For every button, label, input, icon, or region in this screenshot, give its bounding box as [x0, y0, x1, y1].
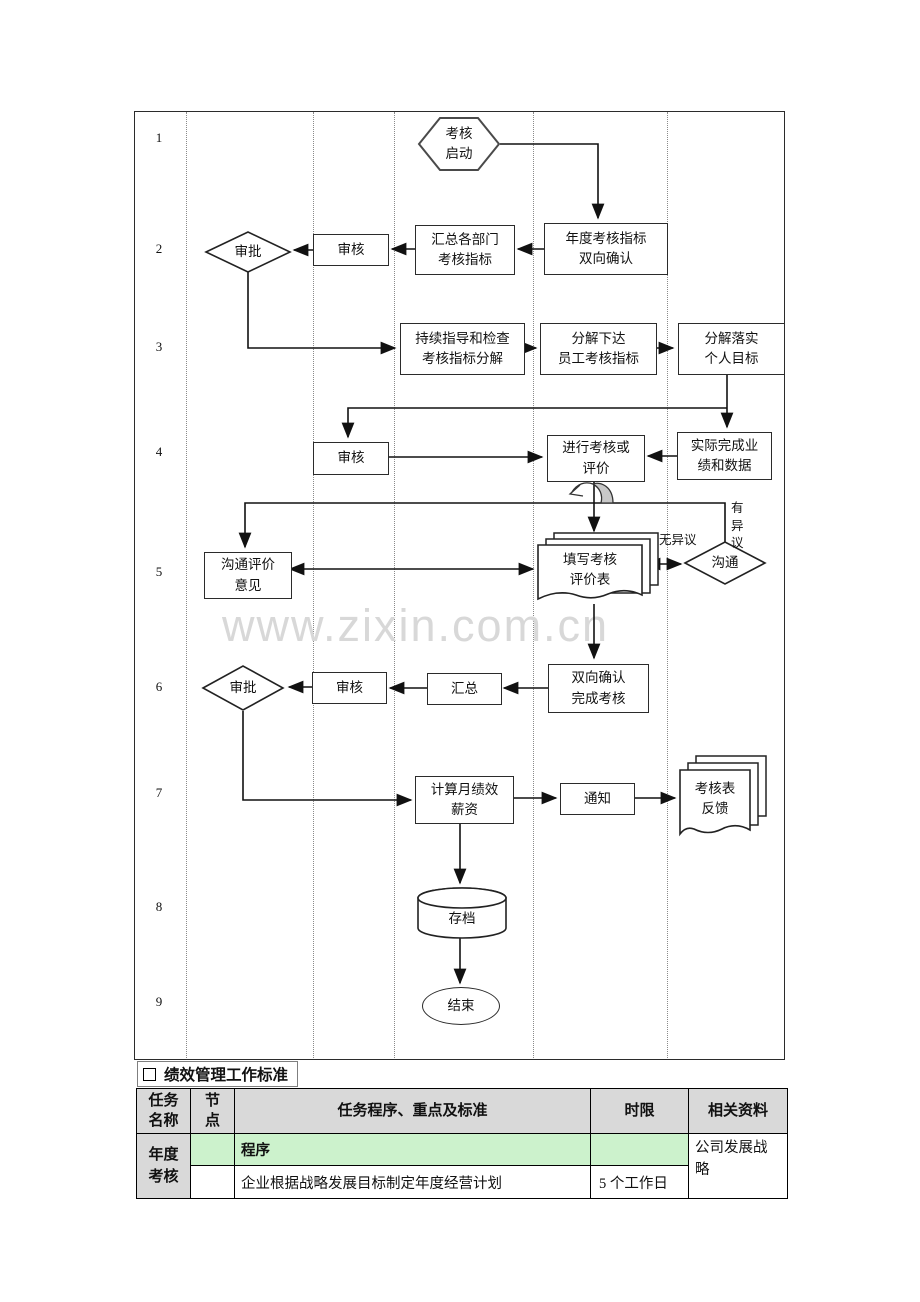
header-task-name: 任务 名称 [136, 1088, 191, 1134]
lane-divider [394, 112, 395, 1058]
node-start: 考核 启动 [417, 116, 501, 172]
node-label: 填写考核 评价表 [563, 551, 617, 587]
node-comm-opinion: 沟通评价 意见 [204, 552, 292, 599]
node-review-2: 审核 [313, 234, 389, 266]
node-label: 汇总 [451, 680, 478, 696]
node-label: 实际完成业 绩和数据 [690, 437, 759, 473]
node-guide-check: 持续指导和检查 考核指标分解 [400, 323, 525, 375]
task-table: 任务 名称 节 点 任务程序、重点及标准 时限 相关资料 年度 考核 程序 公司… [136, 1088, 788, 1199]
cell-time: 5 个工作日 [590, 1165, 689, 1199]
node-feedback-form: 考核表 反馈 [672, 755, 772, 842]
node-archive: 存档 [416, 886, 508, 940]
node-label: 审核 [337, 450, 365, 466]
node-annual-confirm: 年度考核指标 双向确认 [544, 223, 668, 275]
node-actual-results: 实际完成业 绩和数据 [677, 432, 772, 480]
node-label: 双向确认 完成考核 [571, 670, 626, 706]
node-label: 审核 [336, 679, 363, 695]
node-label: 考核 启动 [445, 125, 473, 161]
node-collect-dept: 汇总各部门 考核指标 [415, 225, 515, 275]
table-header-row: 任务 名称 节 点 任务程序、重点及标准 时限 相关资料 [136, 1088, 788, 1134]
node-label: 通知 [584, 790, 611, 806]
node-implement-goals: 分解落实 个人目标 [678, 323, 785, 375]
lane-divider [667, 112, 668, 1058]
lane-divider [313, 112, 314, 1058]
watermark: www.zixin.com.cn [222, 600, 610, 651]
cell-node-highlight [190, 1133, 235, 1166]
cell-related-material: 公司发展战略 [688, 1133, 788, 1199]
node-confirm-complete: 双向确认 完成考核 [548, 664, 649, 713]
node-approve-2: 审批 [204, 230, 292, 274]
node-label: 持续指导和检查 考核指标分解 [415, 330, 510, 366]
node-review-6: 审核 [312, 672, 387, 704]
cell-time-highlight [590, 1133, 689, 1166]
node-summarize-6: 汇总 [427, 673, 502, 705]
node-fill-form: 填写考核 评价表 [530, 532, 660, 607]
node-calc-salary: 计算月绩效 薪资 [415, 776, 514, 824]
node-label: 考核表 反馈 [694, 780, 736, 816]
lane-divider [186, 112, 187, 1058]
row-number: 3 [155, 339, 163, 354]
node-label: 审核 [337, 241, 365, 257]
cell-procedure-label: 程序 [234, 1133, 591, 1166]
node-label: 年度考核指标 双向确认 [565, 230, 647, 266]
standards-title-bar: 绩效管理工作标准 [137, 1061, 299, 1087]
node-end: 结束 [422, 987, 500, 1025]
cell-step: 企业根据战略发展目标制定年度经营计划 [234, 1165, 591, 1199]
header-node: 节 点 [190, 1088, 235, 1134]
node-label: 分解落实 个人目标 [704, 330, 759, 366]
row-number: 7 [155, 785, 163, 800]
header-procedure: 任务程序、重点及标准 [234, 1088, 591, 1134]
node-review-4: 审核 [313, 442, 389, 475]
node-evaluate: 进行考核或 评价 [547, 435, 645, 482]
node-label: 汇总各部门 考核指标 [431, 231, 499, 267]
edge-label-objection: 有 异 议 [731, 501, 744, 550]
lane-divider [533, 112, 534, 1058]
node-label: 结束 [447, 997, 475, 1013]
row-number: 5 [155, 564, 163, 579]
edge-label-no-objection: 无异议 [659, 533, 697, 547]
checkbox-icon [143, 1067, 156, 1081]
table-row: 年度 考核 程序 公司发展战略 [136, 1133, 788, 1199]
row-number: 2 [155, 241, 163, 256]
flowchart-border [134, 111, 785, 1060]
cell-task-name: 年度 考核 [136, 1133, 191, 1199]
node-notify: 通知 [560, 783, 635, 815]
node-label: 进行考核或 评价 [562, 440, 630, 476]
table-row: 企业根据战略发展目标制定年度经营计划 5 个工作日 [137, 1165, 788, 1199]
node-label: 沟通 [711, 554, 739, 570]
node-label: 存档 [448, 910, 476, 926]
node-label: 审批 [234, 243, 262, 259]
node-approve-6: 审批 [201, 664, 285, 712]
node-label: 计算月绩效 薪资 [430, 781, 499, 817]
cell-node [190, 1165, 235, 1199]
row-number: 8 [155, 899, 163, 914]
standards-title: 绩效管理工作标准 [164, 1067, 289, 1084]
node-communicate: 沟通 [683, 540, 767, 586]
header-time-limit: 时限 [590, 1088, 689, 1134]
row-number: 9 [155, 994, 163, 1009]
header-related-material: 相关资料 [688, 1088, 788, 1134]
line-hop-icon [568, 482, 614, 504]
node-label: 审批 [229, 679, 257, 695]
node-assign-targets: 分解下达 员工考核指标 [540, 323, 657, 375]
row-number: 4 [155, 444, 163, 459]
row-number: 1 [155, 130, 163, 145]
node-label: 分解下达 员工考核指标 [558, 330, 639, 366]
node-label: 沟通评价 意见 [221, 557, 275, 593]
row-number: 6 [155, 679, 163, 694]
